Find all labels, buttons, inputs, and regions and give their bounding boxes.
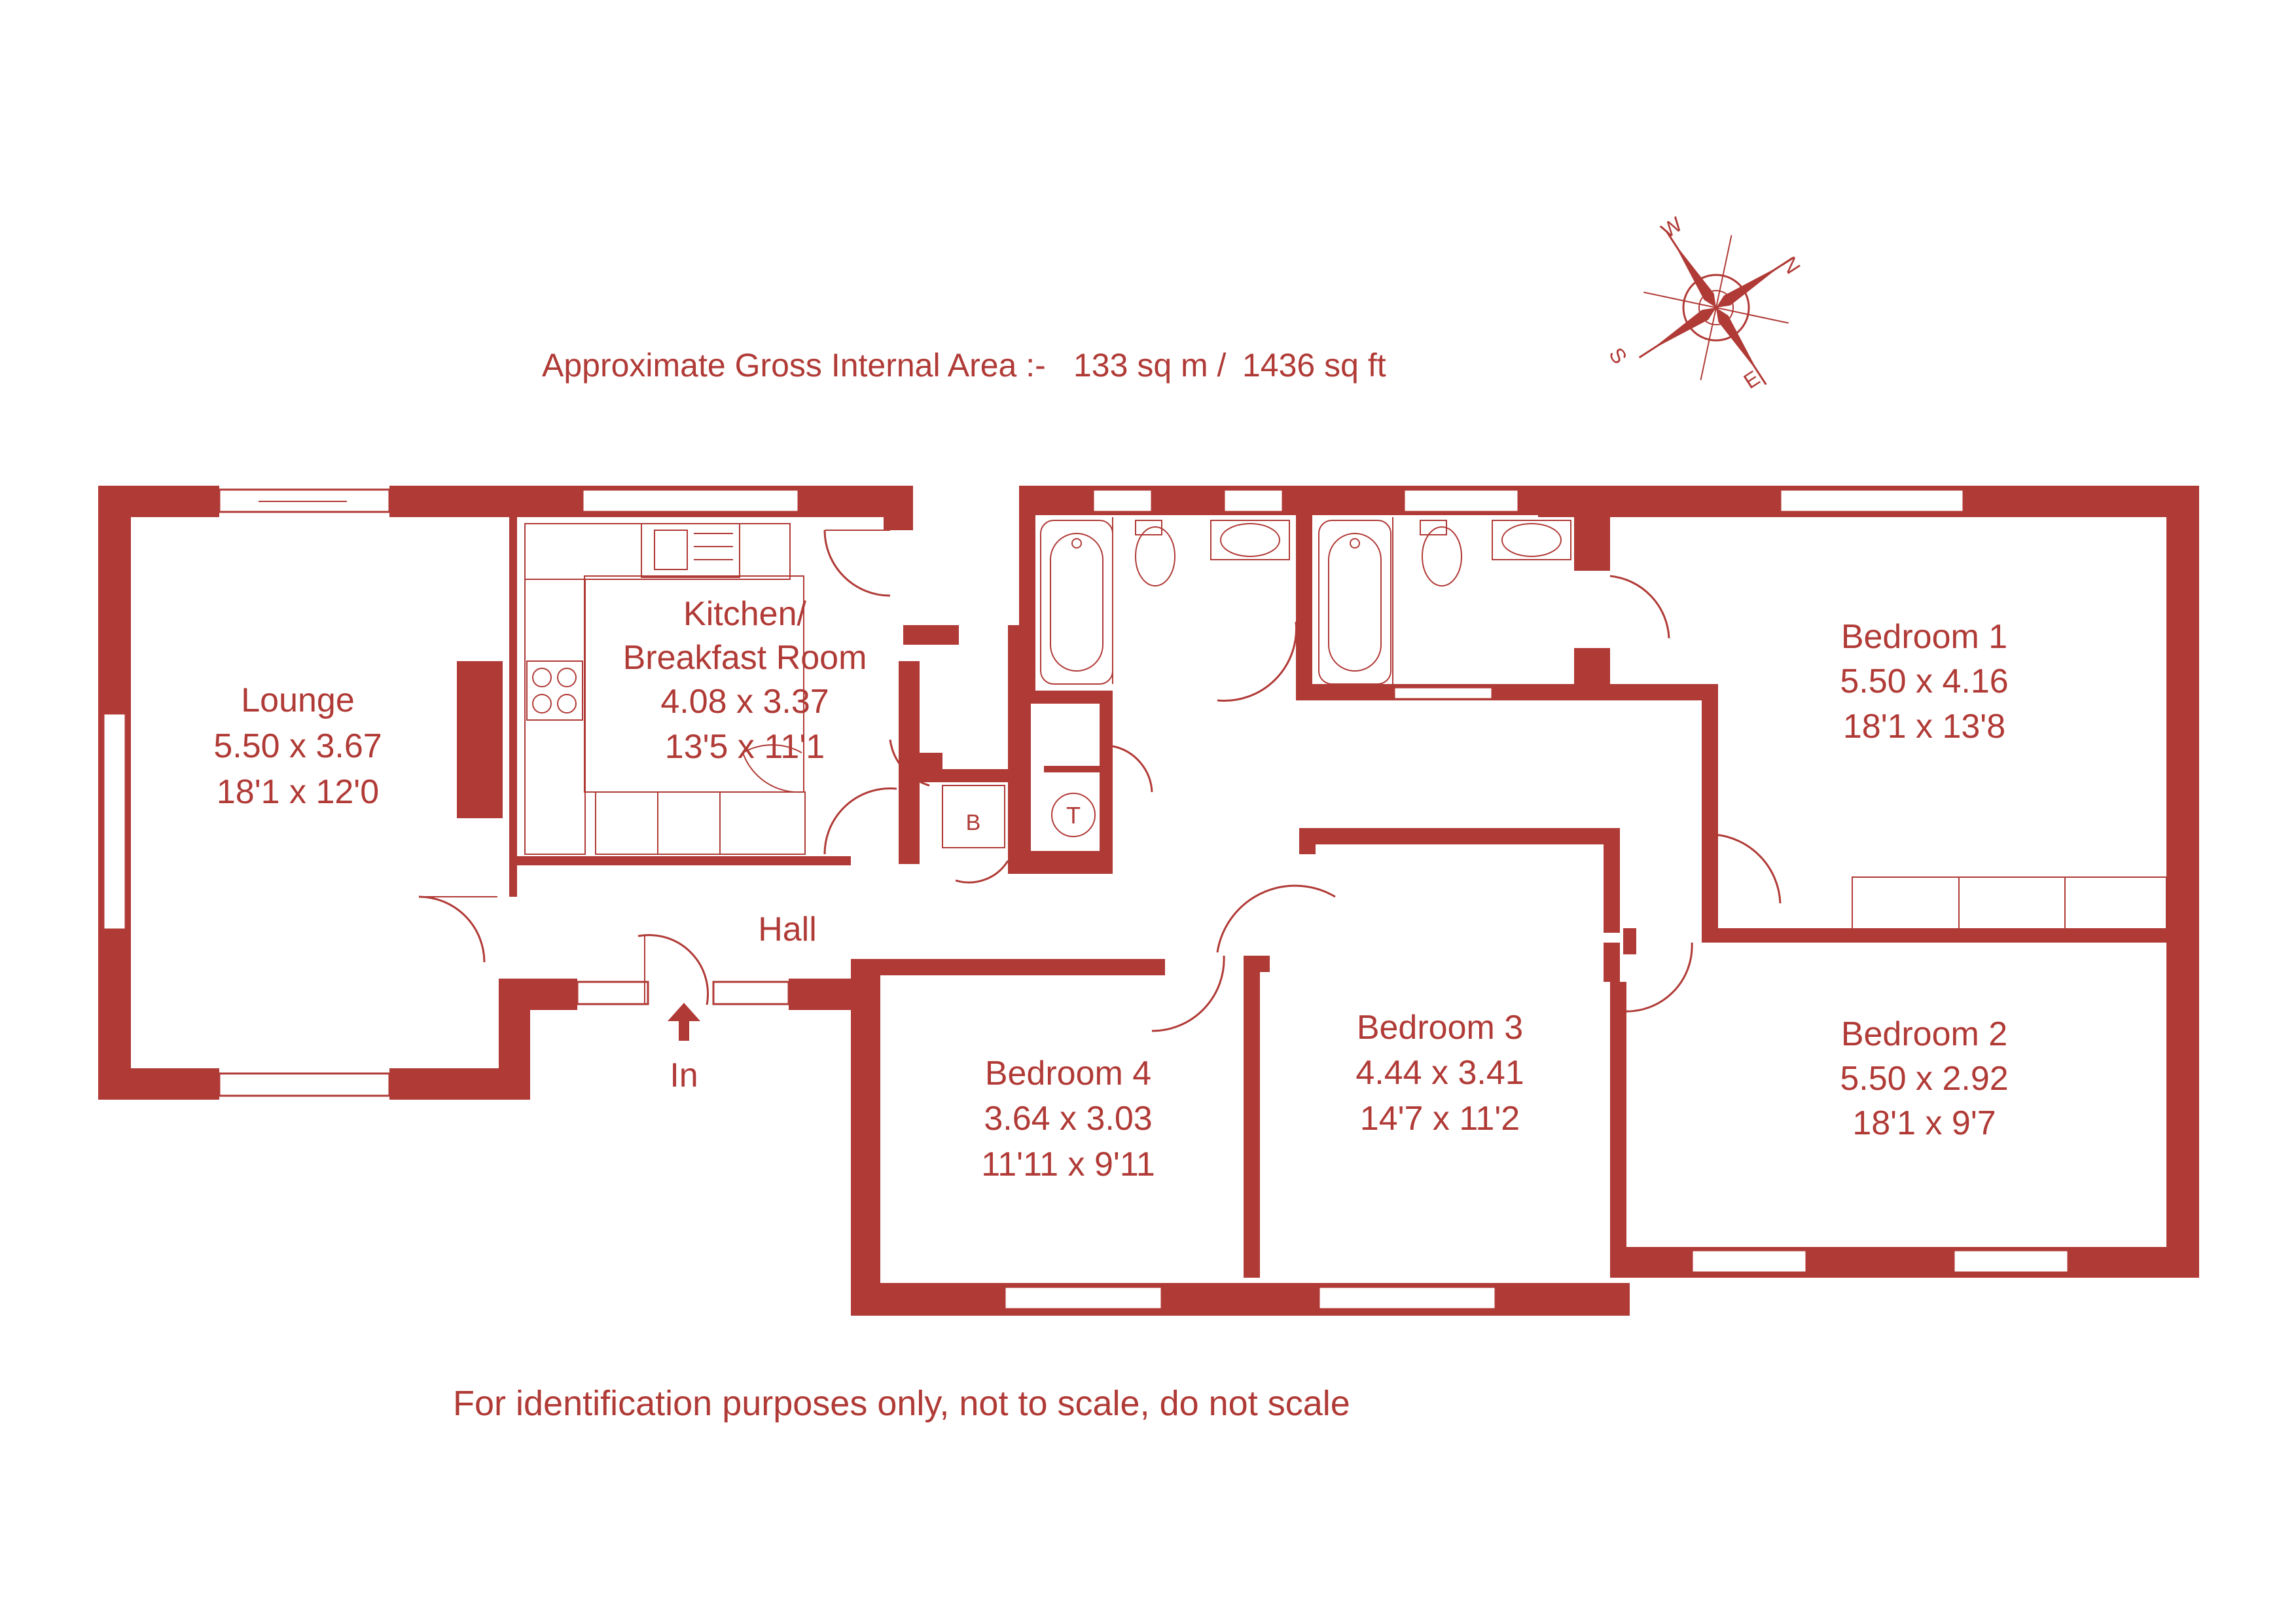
room-lounge: Lounge 5.50 x 3.67 18'1 x 12'0 bbox=[213, 681, 382, 811]
bedroom3-metric: 4.44 x 3.41 bbox=[1355, 1054, 1524, 1092]
bedroom4-metric: 3.64 x 3.03 bbox=[984, 1100, 1152, 1138]
area-label: Approximate Gross Internal Area :- bbox=[542, 347, 1046, 384]
bedroom2-metric: 5.50 x 2.92 bbox=[1840, 1060, 2008, 1098]
disclaimer: For identification purposes only, not to… bbox=[453, 1384, 1350, 1423]
compass-n: N bbox=[1777, 253, 1805, 278]
bedroom2-imperial: 18'1 x 9'7 bbox=[1852, 1104, 1996, 1142]
kitchen-fittings bbox=[524, 523, 806, 855]
compass-e: E bbox=[1740, 366, 1765, 393]
kitchen-name-line2: Breakfast Room bbox=[623, 639, 867, 677]
compass-w: W bbox=[1657, 212, 1687, 243]
kitchen-metric: 4.08 x 3.37 bbox=[660, 683, 829, 721]
kitchen-name-line1: Kitchen/ bbox=[683, 595, 806, 633]
room-kitchen: Kitchen/ Breakfast Room 4.08 x 3.37 13'5… bbox=[623, 595, 867, 766]
bedroom1-imperial: 18'1 x 13'8 bbox=[1843, 708, 2005, 746]
kitchen-imperial: 13'5 x 11'1 bbox=[665, 728, 825, 766]
tank-label: T bbox=[1066, 802, 1081, 829]
area-sqft: 1436 sq ft bbox=[1242, 347, 1386, 384]
walls bbox=[98, 486, 2199, 1316]
entrance-arrow-icon bbox=[668, 1003, 700, 1041]
tank-icon bbox=[1051, 793, 1096, 837]
room-bedroom2: Bedroom 2 5.50 x 2.92 18'1 x 9'7 bbox=[1840, 1015, 2008, 1142]
bedroom4-name: Bedroom 4 bbox=[985, 1055, 1151, 1092]
room-bedroom1: Bedroom 1 5.50 x 4.16 18'1 x 13'8 bbox=[1840, 618, 2008, 746]
bathroom-fittings bbox=[1040, 517, 1571, 685]
compass-s: S bbox=[1604, 344, 1632, 369]
bedroom2-name: Bedroom 2 bbox=[1841, 1015, 2007, 1053]
room-bedroom4: Bedroom 4 3.64 x 3.03 11'11 x 9'11 bbox=[981, 1055, 1155, 1183]
compass-rose-icon bbox=[1638, 230, 1794, 386]
bedroom3-imperial: 14'7 x 11'2 bbox=[1360, 1100, 1520, 1138]
area-sqm: 133 sq m / bbox=[1073, 347, 1227, 384]
room-bedroom3: Bedroom 3 4.44 x 3.41 14'7 x 11'2 bbox=[1355, 1009, 1524, 1138]
boiler-label: B bbox=[966, 810, 981, 835]
lounge-metric: 5.50 x 3.67 bbox=[213, 727, 382, 765]
bedroom1-metric: 5.50 x 4.16 bbox=[1840, 662, 2008, 700]
boiler-cupboard bbox=[942, 785, 1005, 848]
windows bbox=[102, 488, 2070, 1310]
bedroom1-name: Bedroom 1 bbox=[1841, 618, 2007, 656]
bedroom4-imperial: 11'11 x 9'11 bbox=[981, 1146, 1155, 1183]
lounge-name: Lounge bbox=[241, 681, 355, 719]
hall-name: Hall bbox=[758, 911, 817, 948]
entrance-label: In bbox=[670, 1056, 698, 1094]
bedroom3-name: Bedroom 3 bbox=[1357, 1009, 1523, 1047]
wardrobes bbox=[1852, 876, 2167, 930]
doors bbox=[418, 530, 1782, 1032]
lounge-imperial: 18'1 x 12'0 bbox=[217, 773, 379, 811]
